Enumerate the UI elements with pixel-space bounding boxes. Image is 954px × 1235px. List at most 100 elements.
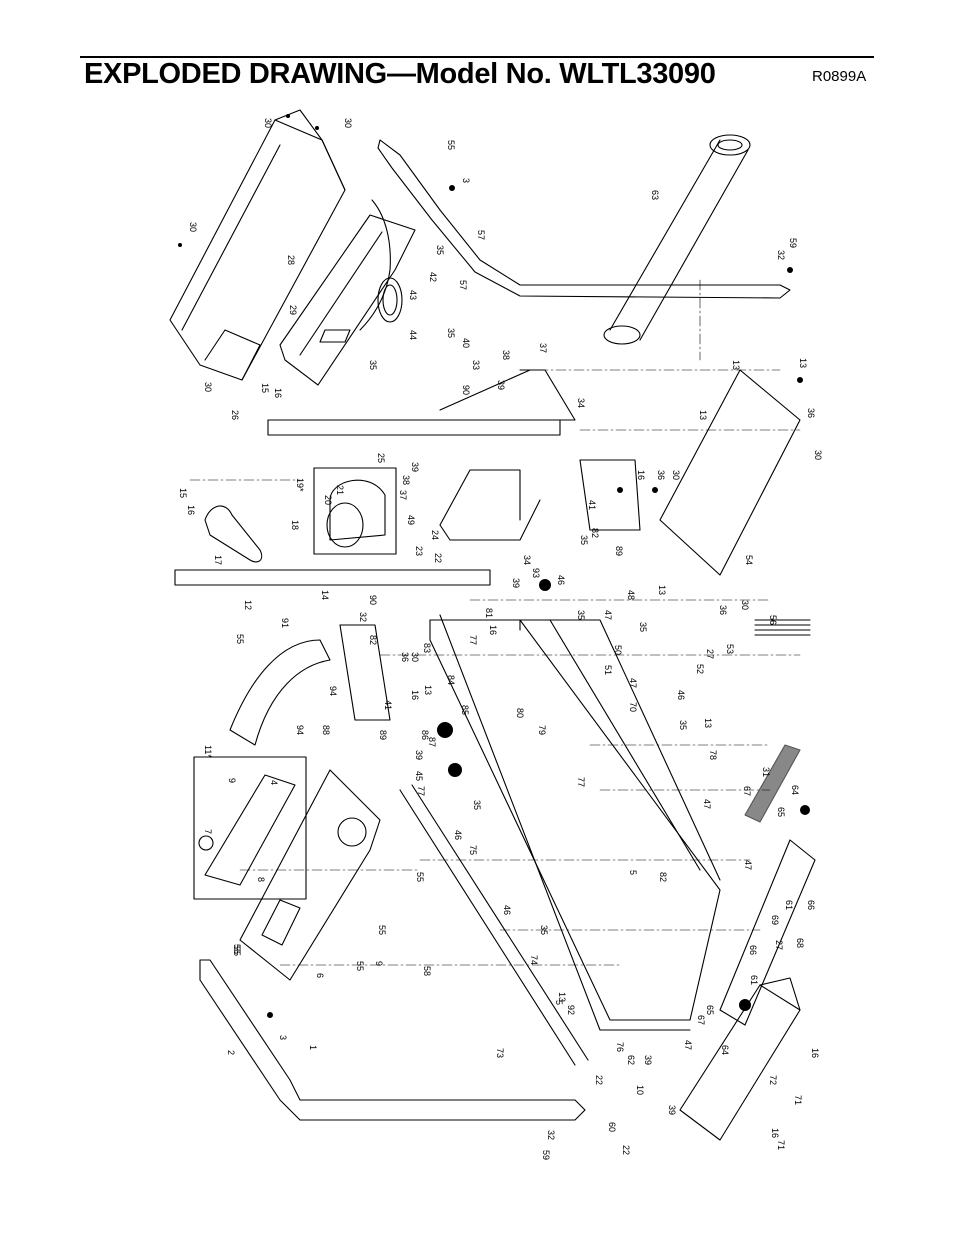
callout-label: 30 [203,382,213,392]
callout-label: 13 [731,360,741,370]
callout-label: 5 [628,870,638,875]
header-rule [80,56,874,58]
callout-label: 88 [321,725,331,735]
callout-label: 50 [613,645,623,655]
drive-belt [204,505,263,563]
callout-label: 30 [813,450,823,460]
callout-label: 77 [576,777,586,787]
callout-label: 31 [761,767,771,777]
callout-label: 2 [226,1050,236,1055]
callout-label: 30 [263,118,273,128]
callout-label: 16 [770,1128,780,1138]
callout-label: 46 [502,905,512,915]
callout-label: 82 [658,872,668,882]
callout-label: 41 [383,700,393,710]
callout-label: 16 [186,505,196,515]
callout-label: 55 [377,925,387,935]
callout-label: 30 [740,600,750,610]
callout-label: 37 [538,343,548,353]
callout-label: 77 [468,635,478,645]
side-rail-left [339,624,391,721]
callout-label: 7 [203,829,213,834]
callout-label: 15 [178,488,188,498]
callout-label: 22 [594,1075,604,1085]
callout-label: 30 [671,470,681,480]
callout-label: 39 [410,462,420,472]
callout-label: 58 [422,966,432,976]
callout-label: 47 [743,860,753,870]
callout-label: 54 [744,555,754,565]
callout-label: 89 [378,730,388,740]
callout-label: 79 [537,725,547,735]
callout-label: 55 [232,946,242,956]
callout-label: 18 [290,520,300,530]
callout-label: 68 [795,938,805,948]
callout-label: 51 [603,665,613,675]
rails-56 [754,619,811,636]
callout-label: 55 [415,872,425,882]
callout-label: 15 [260,383,270,393]
callout-label: 85 [460,705,470,715]
callout-label: 32 [358,612,368,622]
callout-label: 16 [488,625,498,635]
callout-label: 59 [541,1150,551,1160]
callout-label: 39 [667,1105,677,1115]
callout-label: 30 [188,222,198,232]
callout-label: 16 [273,388,283,398]
callout-label: 32 [546,1130,556,1140]
callout-label: 3 [461,178,471,183]
callout-label: 83 [422,643,432,653]
callout-label: 39 [511,578,521,588]
callout-label: 11* [203,745,213,758]
callout-label: 35 [435,245,445,255]
callout-label: 48 [626,590,636,600]
callout-label: 47 [603,610,613,620]
callout-label: 78 [708,750,718,760]
motor-detail-box [313,467,397,555]
callout-label: 28 [286,255,296,265]
callout-label: 46 [676,690,686,700]
callout-label: 94 [295,725,305,735]
callout-label: 25 [376,453,386,463]
callout-label: 8 [256,877,266,882]
callout-label: 66 [806,900,816,910]
callout-label: 5 [554,1000,564,1005]
callout-label: 29 [288,305,298,315]
callout-label: 34 [522,555,532,565]
callout-label: 73 [495,1048,505,1058]
callout-label: 37 [398,490,408,500]
callout-label: 38 [401,475,411,485]
guide-lines [189,279,801,966]
callout-label: 56 [768,615,778,625]
callout-label: 86 [420,730,430,740]
frame-and-deck [429,614,721,1031]
callout-label: 57 [458,280,468,290]
strip-31 [744,744,801,823]
callout-label: 35 [446,328,456,338]
callout-label: 6 [315,973,325,978]
callout-label: 71 [793,1095,803,1105]
callout-label: 36 [806,408,816,418]
side-rail-right [579,459,641,531]
callout-label: 47 [628,678,638,688]
callout-label: 1 [308,1045,318,1050]
hardware [178,114,810,1018]
callout-label: 64 [790,785,800,795]
handrail-cover [229,639,331,746]
callout-label: 30 [343,118,353,128]
callout-label: 46 [556,575,566,585]
callout-label: 62 [626,1055,636,1065]
callout-label: 35 [539,925,549,935]
callout-label: 4 [269,780,279,785]
callout-label: 65 [705,1005,715,1015]
rear-roller-assembly [679,977,801,1141]
callout-label: 35 [368,360,378,370]
hood-bracket [279,214,416,386]
callout-label: 77 [416,786,426,796]
callout-label: 46 [453,830,463,840]
page-title: EXPLODED DRAWING—Model No. WLTL33090 [84,58,716,90]
callout-label: 13 [698,410,708,420]
callout-label: 91 [280,618,290,628]
